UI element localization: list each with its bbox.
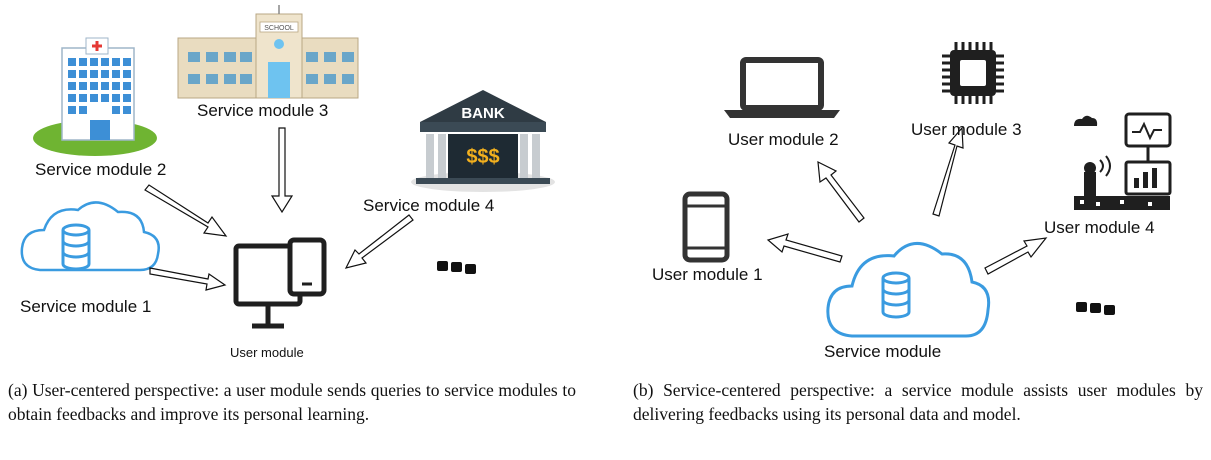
label-service-module-3: Service module 3 <box>197 101 329 120</box>
arrow-service4-to-user <box>344 214 414 269</box>
more-icon <box>437 261 476 274</box>
arrow-service3-to-user <box>270 127 294 214</box>
arrow-service-to-user2 <box>817 160 865 223</box>
chip-icon <box>942 42 1004 104</box>
cloud-database-icon <box>826 242 991 338</box>
label-user-module-4: User module 4 <box>1044 218 1155 237</box>
computer-device-icon <box>233 237 327 329</box>
arrow-service2-to-user <box>144 184 228 237</box>
label-user-module-2: User module 2 <box>728 130 839 149</box>
bank-icon: BANK $$$ <box>411 90 555 192</box>
hospital-icon <box>33 37 157 156</box>
label-user-module: User module <box>230 345 304 360</box>
iot-farm-icon <box>1074 112 1172 210</box>
label-service-module: Service module <box>824 342 942 361</box>
arrow-service-to-user4 <box>984 237 1048 275</box>
bank-money: $$$ <box>466 146 499 168</box>
caption-b: (b) Service-centered perspective: a serv… <box>633 380 1203 424</box>
bank-sign: BANK <box>461 105 504 122</box>
school-icon: SCHOOL <box>177 5 359 99</box>
phone-icon <box>682 191 730 263</box>
cloud-database-icon <box>20 201 160 272</box>
arrow-service-to-user1 <box>766 233 843 263</box>
caption-a: (a) User-centered perspective: a user mo… <box>8 380 576 424</box>
label-service-module-2: Service module 2 <box>35 160 167 179</box>
arrow-service1-to-user <box>149 267 227 291</box>
label-user-module-3: User module 3 <box>911 120 1022 139</box>
label-user-module-1: User module 1 <box>652 265 763 284</box>
arrow-service-to-user3 <box>932 126 964 217</box>
more-icon <box>1076 302 1115 315</box>
label-service-module-1: Service module 1 <box>20 297 152 316</box>
school-sign: SCHOOL <box>264 25 294 32</box>
laptop-icon <box>724 57 840 118</box>
label-service-module-4: Service module 4 <box>363 196 495 215</box>
